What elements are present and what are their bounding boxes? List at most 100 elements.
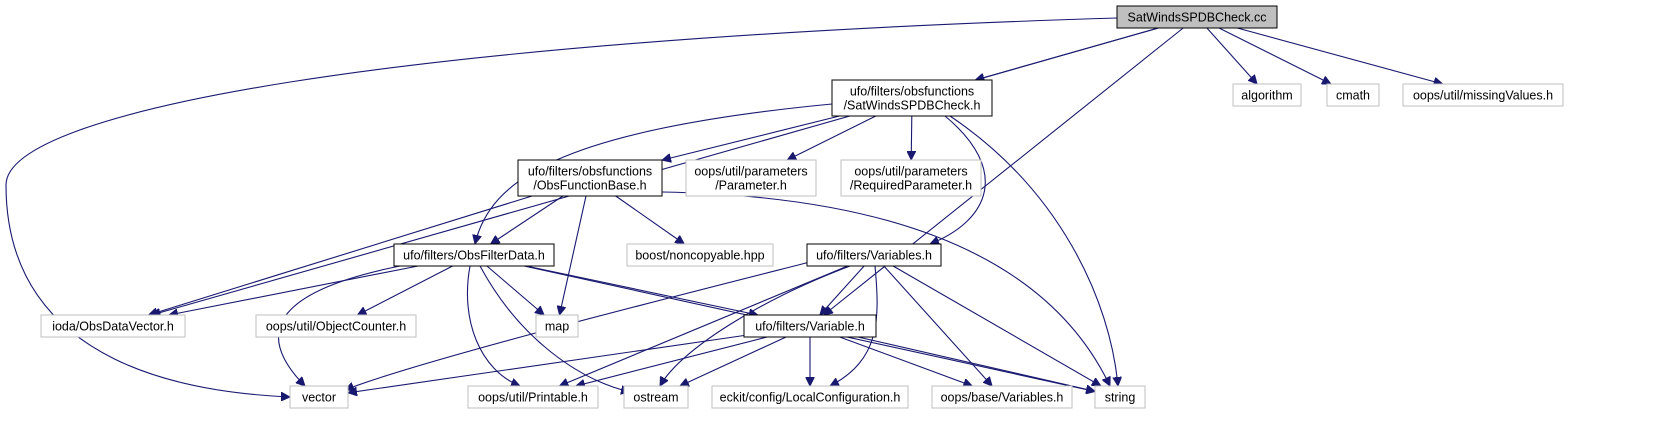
node-label-ofd: ufo/filters/ObsFilterData.h bbox=[403, 249, 545, 263]
edge-root-to-cmath bbox=[1218, 27, 1331, 85]
node-cmath: cmath bbox=[1326, 83, 1380, 107]
node-label-objcnt: oops/util/ObjectCounter.h bbox=[266, 320, 406, 334]
node-localconf: eckit/config/LocalConfiguration.h bbox=[711, 385, 909, 409]
node-label-map: map bbox=[545, 320, 569, 334]
node-box-root bbox=[1116, 5, 1278, 29]
edge-var-to-printable bbox=[576, 336, 768, 386]
edge-root-to-vector bbox=[5, 17, 1118, 397]
node-box-ofb bbox=[517, 159, 663, 197]
node-box-string bbox=[1094, 385, 1146, 409]
node-box-param bbox=[685, 159, 817, 197]
edge-var-to-basevars bbox=[839, 336, 973, 386]
node-box-printable bbox=[467, 385, 599, 409]
node-label-var: ufo/filters/Variable.h bbox=[755, 320, 865, 334]
node-iodaodv: ioda/ObsDataVector.h bbox=[40, 314, 186, 338]
node-box-ostream bbox=[623, 385, 689, 409]
node-label-basevars: oops/base/Variables.h bbox=[941, 391, 1064, 405]
node-label-string: string bbox=[1105, 391, 1136, 405]
edge-ofd-to-vector bbox=[277, 265, 401, 386]
node-label-ofb-line1: ufo/filters/obsfunctions bbox=[528, 165, 652, 179]
node-param: oops/util/parameters/Parameter.h bbox=[685, 159, 817, 197]
node-vars[interactable]: ufo/filters/Variables.h bbox=[806, 243, 942, 267]
edge-ofd-to-printable bbox=[466, 265, 520, 386]
edge-vars-to-printable bbox=[559, 265, 848, 386]
node-ofd[interactable]: ufo/filters/ObsFilterData.h bbox=[393, 243, 555, 267]
node-label-missing: oops/util/missingValues.h bbox=[1413, 89, 1553, 103]
node-box-missing bbox=[1402, 83, 1564, 107]
edge-swh-to-ofb bbox=[662, 115, 840, 160]
edge-root-to-var bbox=[824, 27, 1184, 315]
node-swh[interactable]: ufo/filters/obsfunctions/SatWindsSPDBChe… bbox=[831, 79, 993, 117]
node-reqparam: oops/util/parameters/RequiredParameter.h bbox=[840, 159, 982, 197]
node-box-map bbox=[535, 314, 579, 338]
node-label-param-line1: oops/util/parameters bbox=[694, 165, 807, 179]
node-label-ostream: ostream bbox=[633, 391, 678, 405]
node-printable: oops/util/Printable.h bbox=[467, 385, 599, 409]
node-box-algorithm bbox=[1232, 83, 1302, 107]
node-missing: oops/util/missingValues.h bbox=[1402, 83, 1564, 107]
node-vector: vector bbox=[289, 385, 349, 409]
edge-swh-to-param bbox=[787, 115, 877, 161]
edge-ofb-to-ofd bbox=[491, 195, 564, 244]
node-box-localconf bbox=[711, 385, 909, 409]
node-objcnt: oops/util/ObjectCounter.h bbox=[255, 314, 417, 338]
node-box-var bbox=[743, 314, 877, 338]
node-label-noncopy: boost/noncopyable.hpp bbox=[635, 249, 764, 263]
edge-ofd-to-map bbox=[486, 265, 544, 315]
edge-ofb-to-string bbox=[661, 191, 1110, 386]
node-box-basevars bbox=[931, 385, 1073, 409]
edge-ofb-to-map bbox=[560, 195, 587, 315]
edge-vars-to-var bbox=[820, 265, 865, 315]
edge-vars-to-basevars bbox=[883, 265, 992, 386]
node-map: map bbox=[535, 314, 579, 338]
edge-root-to-missing bbox=[1237, 27, 1442, 84]
node-label-param-line2: /Parameter.h bbox=[715, 179, 787, 193]
node-label-ofb-line2: /ObsFunctionBase.h bbox=[533, 179, 646, 193]
node-box-iodaodv bbox=[40, 314, 186, 338]
edge-vars-to-ostream bbox=[660, 265, 851, 386]
node-label-reqparam-line2: /RequiredParameter.h bbox=[850, 179, 972, 193]
node-ofb[interactable]: ufo/filters/obsfunctions/ObsFunctionBase… bbox=[517, 159, 663, 197]
node-label-vars: ufo/filters/Variables.h bbox=[816, 249, 932, 263]
node-label-swh-line2: /SatWindsSPDBCheck.h bbox=[844, 99, 981, 113]
edge-ofb-to-noncopy bbox=[615, 195, 685, 244]
node-var[interactable]: ufo/filters/Variable.h bbox=[743, 314, 877, 338]
edge-swh-to-reqparam bbox=[911, 115, 912, 160]
edge-ofd-to-iodaodv bbox=[169, 265, 419, 315]
node-box-reqparam bbox=[840, 159, 982, 197]
edges-layer bbox=[5, 17, 1443, 397]
edge-vars-to-string bbox=[892, 265, 1101, 386]
edge-swh-to-string bbox=[949, 115, 1118, 386]
node-root[interactable]: SatWindsSPDBCheck.cc bbox=[1116, 5, 1278, 29]
edge-var-to-vector bbox=[348, 334, 745, 393]
node-label-vector: vector bbox=[302, 391, 336, 405]
node-label-swh-line1: ufo/filters/obsfunctions bbox=[850, 85, 974, 99]
edge-swh-to-vars bbox=[930, 115, 986, 244]
node-label-iodaodv: ioda/ObsDataVector.h bbox=[52, 320, 174, 334]
node-label-printable: oops/util/Printable.h bbox=[478, 391, 588, 405]
node-label-cmath: cmath bbox=[1336, 89, 1370, 103]
node-box-noncopy bbox=[626, 243, 774, 267]
nodes-layer: SatWindsSPDBCheck.cc ufo/filters/obsfunct… bbox=[40, 5, 1564, 409]
node-box-objcnt bbox=[255, 314, 417, 338]
node-box-vector bbox=[289, 385, 349, 409]
edge-ofd-to-objcnt bbox=[357, 265, 453, 316]
node-label-algorithm: algorithm bbox=[1241, 89, 1292, 103]
node-label-reqparam-line1: oops/util/parameters bbox=[854, 165, 967, 179]
node-basevars: oops/base/Variables.h bbox=[931, 385, 1073, 409]
node-ostream: ostream bbox=[623, 385, 689, 409]
node-label-localconf: eckit/config/LocalConfiguration.h bbox=[720, 391, 901, 405]
edge-var-to-ostream bbox=[680, 336, 787, 386]
edge-var-to-string bbox=[857, 336, 1095, 391]
edge-ofd-to-ostream bbox=[479, 265, 630, 392]
edge-ofd-to-var bbox=[525, 265, 758, 315]
node-box-cmath bbox=[1326, 83, 1380, 107]
edge-root-to-algorithm bbox=[1206, 27, 1257, 84]
node-algorithm: algorithm bbox=[1232, 83, 1302, 107]
node-string: string bbox=[1094, 385, 1146, 409]
node-box-ofd bbox=[393, 243, 555, 267]
node-box-swh bbox=[831, 79, 993, 117]
node-label-root: SatWindsSPDBCheck.cc bbox=[1128, 11, 1267, 25]
edge-ofb-to-iodaodv bbox=[149, 195, 533, 315]
